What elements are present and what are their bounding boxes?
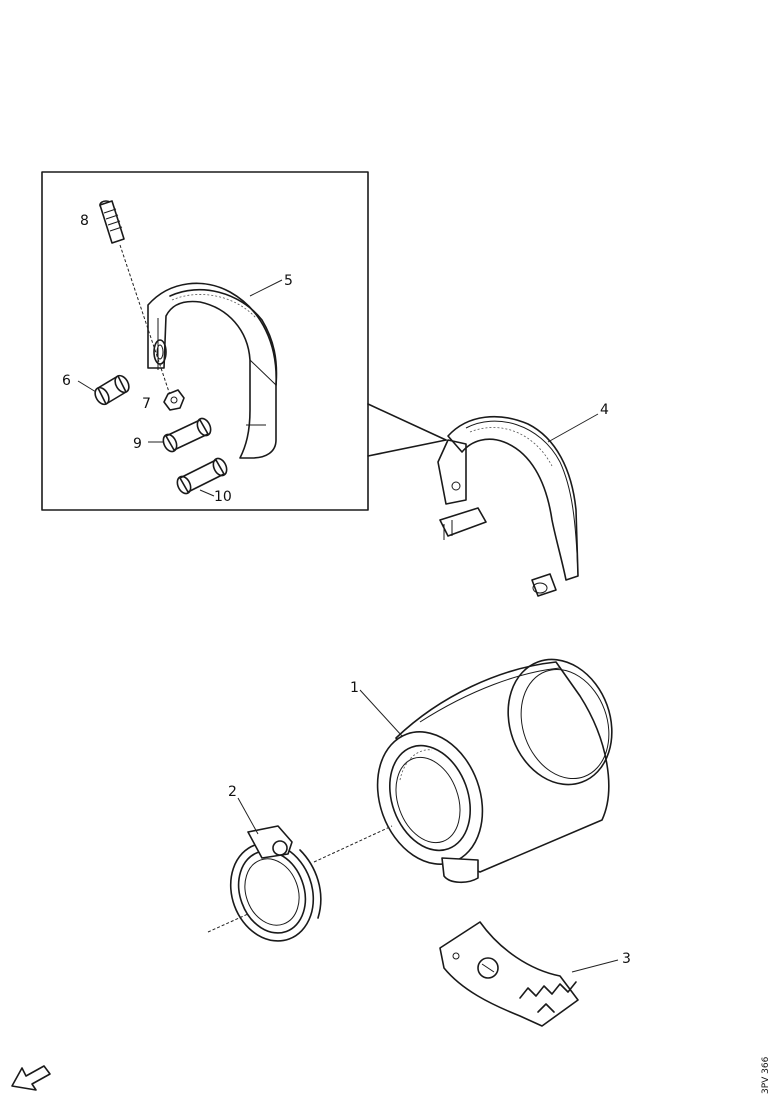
mounting-plate-part-3	[439, 921, 619, 1027]
pin-part-9	[148, 417, 212, 453]
inset-connector-top	[367, 403, 447, 441]
front-direction-arrow-icon	[11, 1065, 51, 1091]
callout-1: 1	[350, 680, 359, 696]
callout-4: 4	[600, 402, 609, 418]
callout-6: 6	[62, 373, 71, 389]
callout-3: 3	[622, 951, 631, 967]
callout-7: 7	[142, 396, 151, 412]
callout-5: 5	[284, 273, 293, 289]
bracket-detail-part-5	[147, 282, 278, 459]
callout-10: 10	[214, 489, 232, 505]
detail-inset-frame	[41, 171, 369, 511]
inset-connector-bottom	[367, 439, 447, 457]
bracket-assembly-part-4	[437, 413, 599, 597]
callout-2: 2	[228, 784, 237, 800]
housing-part-1	[359, 658, 613, 884]
callout-labels: 1 2 3 4 5 6 7 8 9 10	[62, 213, 631, 967]
clamp-part-2	[207, 797, 393, 942]
callout-8: 8	[80, 213, 89, 229]
pin-part-10	[176, 457, 228, 497]
callout-9: 9	[133, 436, 142, 452]
sleeve-part-6	[77, 374, 130, 406]
nut-part-7	[163, 389, 185, 411]
detail-inset	[41, 171, 447, 511]
drawing-reference-code: 3PV 366	[761, 1056, 771, 1094]
bolt-part-8	[99, 200, 171, 396]
